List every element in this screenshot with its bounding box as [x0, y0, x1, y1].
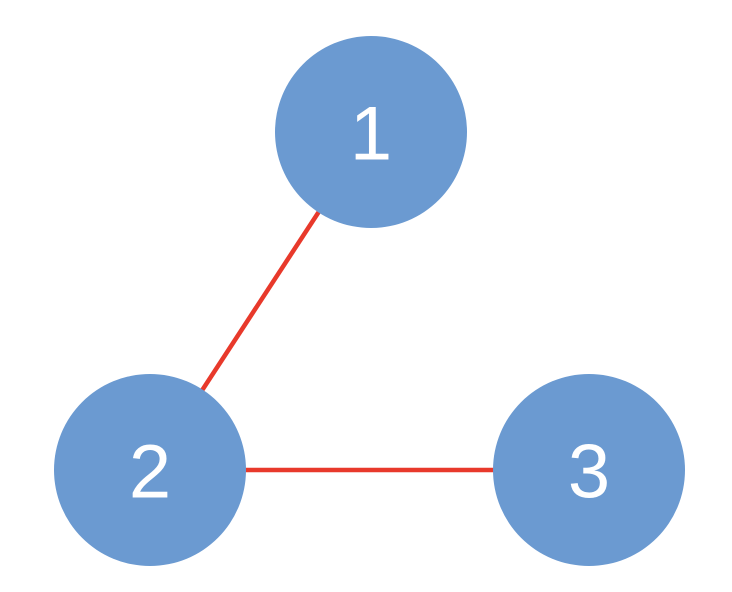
node-circle-2[interactable]	[54, 374, 246, 566]
node-1[interactable]: 1	[275, 36, 467, 228]
node-2[interactable]: 2	[54, 374, 246, 566]
node-3[interactable]: 3	[493, 374, 685, 566]
node-circle-1[interactable]	[275, 36, 467, 228]
node-circle-3[interactable]	[493, 374, 685, 566]
